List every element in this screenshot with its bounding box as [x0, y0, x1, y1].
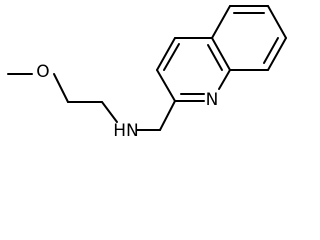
- bond-c6-c7: [267, 5, 287, 39]
- bond-c7-c8: [267, 37, 287, 71]
- bond-c4a-c8a-double: [207, 44, 223, 71]
- side-chain-bonds: [7, 73, 176, 131]
- bond-c8a-n1: [218, 69, 231, 90]
- bond-ch2-c2ring: [159, 100, 176, 131]
- amine-atom-label: HN: [113, 121, 139, 141]
- bond-o-c1: [53, 73, 69, 103]
- bond-c7-c8-double: [263, 37, 279, 64]
- bond-c2-c3: [156, 69, 176, 102]
- bond-c4a-c8a: [211, 37, 231, 71]
- oxygen-atom-label: O: [36, 62, 49, 82]
- bond-c4a-c5: [211, 5, 231, 39]
- bond-c2-nh: [101, 101, 118, 123]
- bond-c3-c4-double: [163, 43, 180, 71]
- benzene-ring-bonds: [211, 5, 287, 71]
- pyridine-ring-bonds: [156, 37, 231, 102]
- bond-c3-c4: [156, 37, 176, 71]
- structure-diagram: O HN N: [7, 5, 287, 141]
- ring-nitrogen-atom-label: N: [206, 90, 219, 110]
